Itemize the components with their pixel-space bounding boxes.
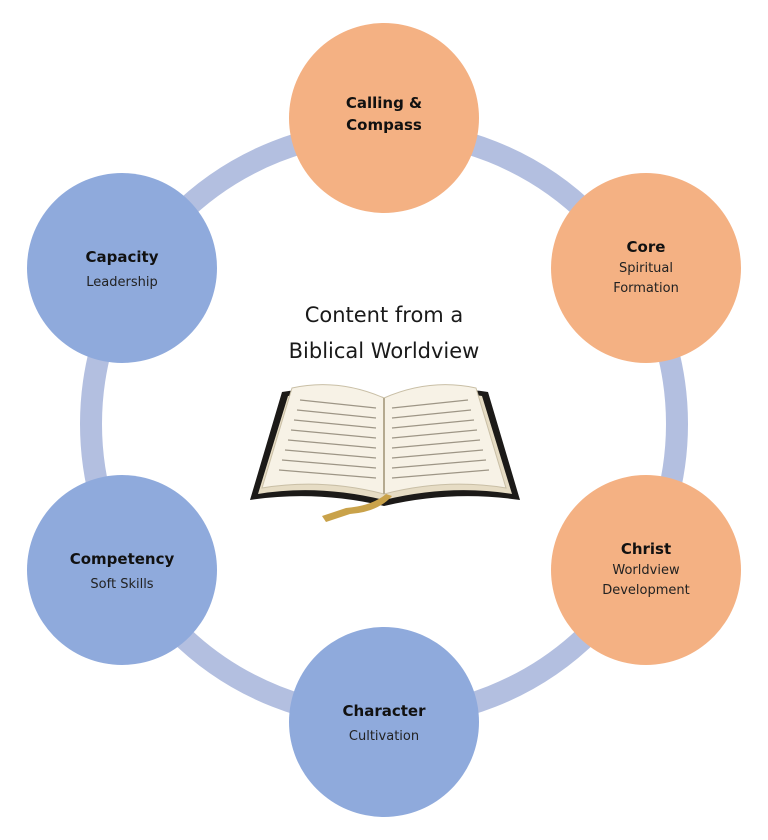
open-bible-icon <box>250 384 520 522</box>
node-calling-circle <box>289 23 479 213</box>
node-competency: Competency Soft Skills <box>27 475 217 665</box>
node-calling-title-2: Compass <box>346 116 422 134</box>
node-capacity-circle <box>27 173 217 363</box>
node-core-circle <box>551 173 741 363</box>
node-character-title: Character <box>343 702 427 720</box>
node-capacity-title: Capacity <box>86 248 159 266</box>
node-core-title: Core <box>627 238 666 256</box>
node-calling-title-1: Calling & <box>346 94 422 112</box>
node-christ: Christ Worldview Development <box>551 475 741 665</box>
node-capacity-subtitle: Leadership <box>86 275 157 290</box>
node-core: Core Spiritual Formation <box>551 173 741 363</box>
center-line-2: Biblical Worldview <box>289 339 480 363</box>
node-capacity: Capacity Leadership <box>27 173 217 363</box>
node-competency-subtitle: Soft Skills <box>90 577 153 592</box>
center-content: Content from a Biblical Worldview <box>250 303 520 522</box>
node-core-subtitle-2: Formation <box>613 281 679 296</box>
node-calling: Calling & Compass <box>289 23 479 213</box>
node-competency-circle <box>27 475 217 665</box>
node-christ-title: Christ <box>621 540 671 558</box>
node-character: Character Cultivation <box>289 627 479 817</box>
node-christ-subtitle-1: Worldview <box>612 563 680 578</box>
node-christ-subtitle-2: Development <box>602 583 690 598</box>
node-christ-circle <box>551 475 741 665</box>
node-core-subtitle-1: Spiritual <box>619 261 673 276</box>
node-character-circle <box>289 627 479 817</box>
node-competency-title: Competency <box>70 550 175 568</box>
node-character-subtitle: Cultivation <box>349 729 419 744</box>
center-line-1: Content from a <box>305 303 464 327</box>
